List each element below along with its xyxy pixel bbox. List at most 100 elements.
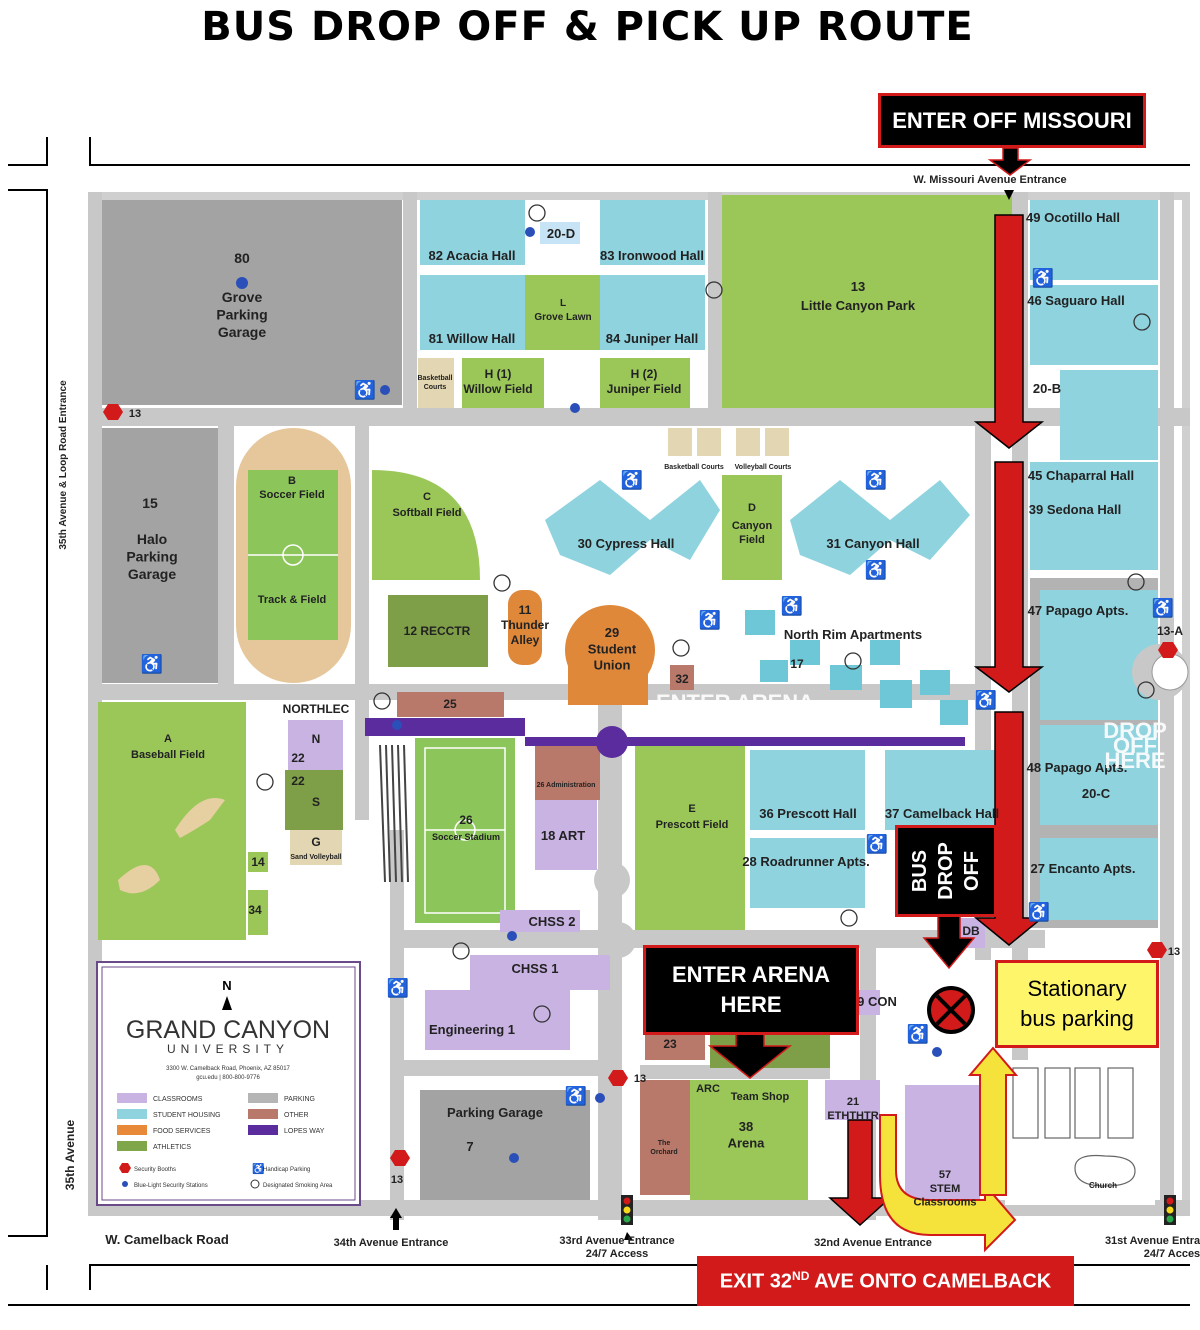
smoking-icon bbox=[672, 639, 690, 657]
stationary-bus-parking-callout: Stationary bus parking bbox=[995, 960, 1159, 1048]
smoking-icon bbox=[1127, 573, 1145, 591]
compass-label: N bbox=[222, 978, 231, 993]
label-47: 47 Papago Apts. bbox=[1028, 603, 1129, 618]
label-parking-garage: Parking Garage bbox=[447, 1105, 543, 1120]
smoking-icon bbox=[373, 692, 391, 710]
handicap-icon: ♿ bbox=[1028, 901, 1050, 922]
legend-swatch bbox=[117, 1141, 147, 1151]
label-33rd-entrance: 33rd Avenue Entrance bbox=[559, 1235, 674, 1247]
label-chss1: CHSS 1 bbox=[512, 961, 559, 976]
label-sand-volleyball: Sand Volleyball bbox=[290, 854, 341, 861]
label-baseball: Baseball Field bbox=[131, 749, 205, 761]
label-34: 34 bbox=[248, 903, 262, 917]
label-canyon-d: D bbox=[748, 502, 756, 514]
label-14: 14 bbox=[251, 855, 265, 869]
handicap-icon: ♿ bbox=[699, 609, 721, 630]
page-title: BUS DROP OFF & PICK UP ROUTE bbox=[201, 4, 974, 50]
label-13-marker-33: 13 bbox=[634, 1073, 646, 1085]
label-softball: Softball Field bbox=[392, 507, 461, 519]
label-n22: 22 bbox=[291, 751, 305, 765]
label-db: DB bbox=[962, 924, 980, 938]
label-team-shop: Team Shop bbox=[731, 1091, 790, 1103]
compass-arrow-icon bbox=[222, 996, 232, 1010]
label-grove-lawn: Grove Lawn bbox=[534, 312, 591, 323]
handicap-icon: ♿ bbox=[866, 833, 888, 854]
label-18: 18 ART bbox=[541, 828, 585, 843]
label-39: 39 Sedona Hall bbox=[1029, 502, 1121, 517]
label-13a: 13-A bbox=[1157, 624, 1183, 638]
label-33rd-sub: 24/7 Access bbox=[586, 1248, 649, 1260]
label-37: 37 Camelback Hall bbox=[885, 806, 999, 821]
label-13: Little Canyon Park bbox=[801, 298, 916, 313]
label-27: 27 Encanto Apts. bbox=[1031, 861, 1136, 876]
label-s: S bbox=[312, 795, 320, 809]
parking-garage-7 bbox=[420, 1090, 590, 1200]
label-soccer-field: Soccer Field bbox=[259, 489, 324, 501]
label-track: Track & Field bbox=[258, 594, 326, 606]
label-h1: H (1)Willow Field bbox=[463, 367, 532, 396]
label-bb-courts: Basketball Courts bbox=[664, 464, 724, 471]
label-28: 28 Roadrunner Apts. bbox=[742, 854, 869, 869]
handicap-icon: ♿ bbox=[1032, 267, 1054, 288]
label-15-num: 15 bbox=[142, 495, 158, 511]
legend-label: PARKING bbox=[284, 1096, 315, 1103]
handicap-icon: ♿ bbox=[865, 469, 887, 490]
label-13-marker-east: 13 bbox=[1168, 946, 1180, 958]
stadium-bleachers bbox=[379, 744, 409, 883]
handicap-icon: ♿ bbox=[141, 653, 163, 674]
legend: N GRAND CANYON UNIVERSITY 3300 W. Camelb… bbox=[96, 961, 361, 1206]
smoking-icon bbox=[1133, 313, 1151, 331]
label-g: G bbox=[311, 835, 320, 849]
legend-label: FOOD SERVICES bbox=[153, 1128, 211, 1135]
label-northlec: NORTHLEC bbox=[283, 702, 350, 716]
smoking-markers bbox=[256, 204, 1155, 1023]
label-grove-l: L bbox=[560, 298, 566, 309]
label-25: 25 bbox=[443, 697, 457, 711]
label-n: N bbox=[312, 732, 321, 746]
label-26-admin: 26 Administration bbox=[537, 782, 596, 789]
handicap-icon: ♿ bbox=[1152, 597, 1174, 618]
label-32: 32 bbox=[675, 672, 689, 686]
handicap-icon: ♿ bbox=[975, 689, 997, 710]
label-arc: ARC bbox=[696, 1083, 720, 1095]
legend-swatch bbox=[248, 1109, 278, 1119]
other-buildings bbox=[397, 665, 705, 1195]
label-31st-sub: 24/7 Access bbox=[1144, 1248, 1200, 1260]
legend-handicap: Handicap Parking bbox=[263, 1167, 310, 1173]
legend-smoking: Designated Smoking Area bbox=[263, 1183, 333, 1189]
handicap-icon: ♿ bbox=[907, 1023, 929, 1044]
legend-security: Security Booths bbox=[134, 1167, 176, 1173]
label-35th: 35th Avenue bbox=[63, 1119, 77, 1190]
label-31st-entrance: 31st Avenue Entrance bbox=[1105, 1235, 1200, 1247]
legend-label: LOPES WAY bbox=[284, 1128, 325, 1135]
handicap-icon: ♿ bbox=[387, 977, 409, 998]
grove-parking-garage bbox=[102, 200, 402, 405]
traffic-light-31 bbox=[1164, 1195, 1176, 1225]
legend-label: CLASSROOMS bbox=[153, 1096, 203, 1103]
route-red bbox=[828, 214, 1045, 1227]
legend-label: STUDENT HOUSING bbox=[153, 1112, 221, 1119]
legend-swatch bbox=[117, 1093, 147, 1103]
label-s22: 22 bbox=[291, 774, 305, 788]
label-17: 17 bbox=[790, 657, 804, 671]
label-missouri-entrance: W. Missouri Avenue Entrance bbox=[913, 174, 1066, 186]
smoking-icon bbox=[705, 281, 723, 299]
handicap-icon: ♿ bbox=[865, 559, 887, 580]
smoking-icon bbox=[844, 652, 862, 670]
label-31: 31 Canyon Hall bbox=[826, 536, 919, 551]
smoking-icon bbox=[528, 204, 546, 222]
brand-sub: UNIVERSITY bbox=[167, 1042, 289, 1056]
label-13-num: 13 bbox=[851, 279, 865, 294]
label-46: 46 Saguaro Hall bbox=[1027, 293, 1125, 308]
stop-symbol bbox=[927, 986, 975, 1034]
handicap-icon: ♿ bbox=[781, 595, 803, 616]
